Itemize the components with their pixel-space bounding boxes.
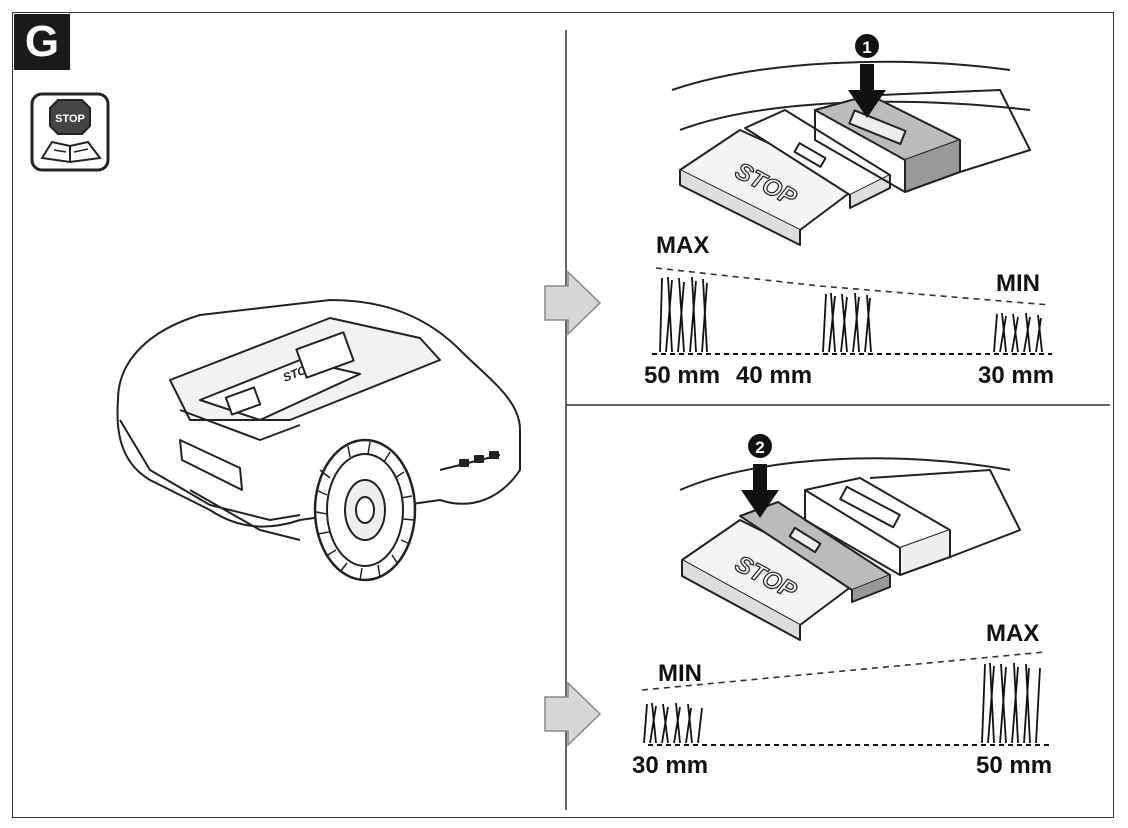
figure-frame: [12, 12, 1114, 818]
grass-tuft-50mm-top: [659, 276, 708, 353]
top-height-40mm: 40 mm: [736, 362, 813, 389]
grass-tuft-50mm-bottom: [981, 662, 1041, 744]
bottom-closeup-drawing: STOP: [679, 457, 1021, 641]
grass-height-bottom: [641, 651, 1050, 746]
step-2-number: 2: [755, 438, 764, 457]
step-2-arrow: [741, 464, 779, 518]
step-1-number: 1: [862, 38, 871, 57]
bottom-min-label: MIN: [658, 660, 702, 687]
grass-height-top: [652, 267, 1052, 355]
step-2-marker: [748, 434, 772, 458]
stop-manual-icon: STOP: [30, 92, 110, 172]
top-min-label: MIN: [996, 270, 1040, 297]
step-1-arrow: [848, 64, 886, 118]
top-max-label: MAX: [656, 232, 710, 259]
figure-badge: G: [14, 14, 70, 70]
bottom-height-30mm: 30 mm: [632, 752, 709, 779]
arrow-right-bottom: [544, 681, 602, 747]
robotic-mower-drawing: STOP: [116, 299, 521, 582]
grass-tuft-30mm-bottom: [643, 702, 703, 744]
step-1-marker: [855, 34, 879, 58]
grass-tuft-30mm-top: [993, 312, 1043, 353]
arrow-right-top: [544, 270, 602, 336]
top-height-30mm: 30 mm: [978, 362, 1055, 389]
top-closeup-drawing: STOP: [671, 60, 1031, 246]
grass-tuft-40mm-top: [822, 292, 872, 353]
bottom-max-label: MAX: [986, 620, 1040, 647]
bottom-height-50mm: 50 mm: [976, 752, 1053, 779]
top-height-50mm: 50 mm: [644, 362, 721, 389]
manual-icon-stop-text: STOP: [55, 113, 85, 125]
